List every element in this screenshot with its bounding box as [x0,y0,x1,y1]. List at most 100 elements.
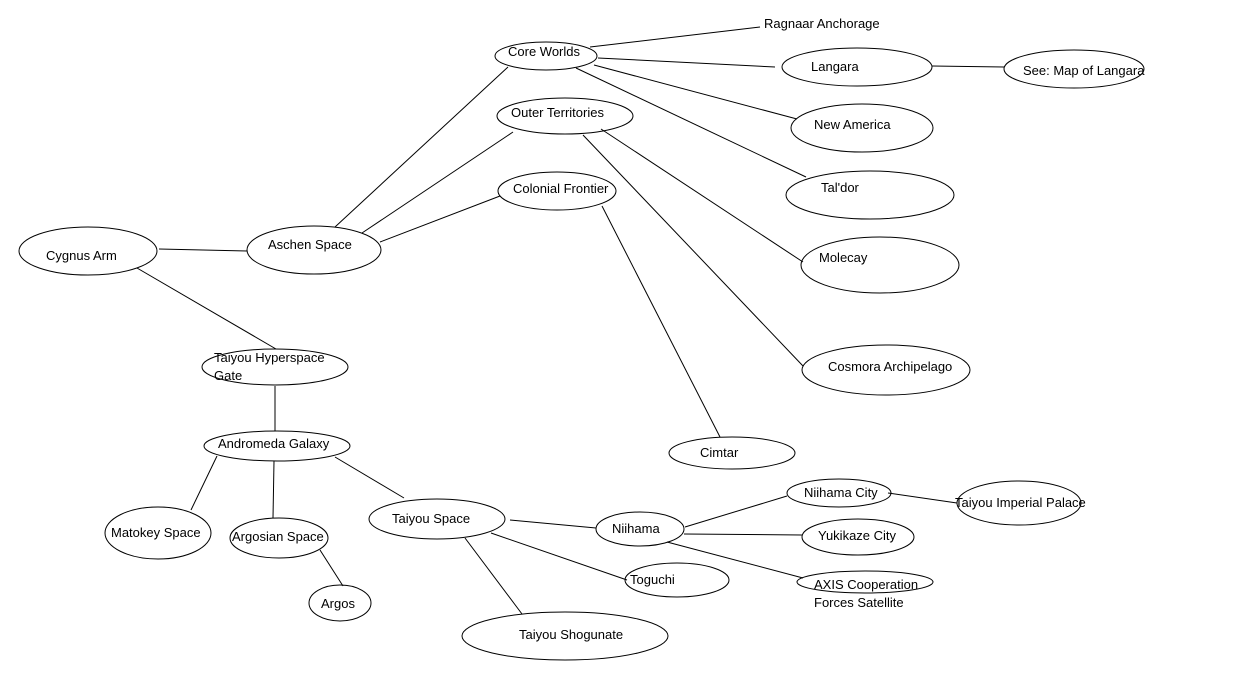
node-label: Cygnus Arm [46,248,117,263]
edge-andromeda-galaxy-to-matokey-space [190,455,218,511]
node-new-america: New America [790,103,934,153]
node-ellipse [595,511,685,547]
node-label: Niihama [612,521,660,536]
node-niihama-city: Niihama City [786,478,892,508]
node-matokey-space: Matokey Space [104,506,212,560]
node-argosian-space: Argosian Space [229,517,329,559]
node-label-line2: Forces Satellite [814,595,904,610]
edge-taiyou-space-to-niihama [509,519,597,529]
node-label: New America [814,117,891,132]
edge-andromeda-galaxy-to-argosian-space [272,460,275,519]
node-outer-territories: Outer Territories [496,97,634,135]
node-label: Argos [321,596,355,611]
node-ellipse [800,236,960,294]
node-label: Taiyou Hyperspace [214,350,325,365]
node-molecay: Molecay [800,236,960,294]
edge-taiyou-space-to-taiyou-shogunate [464,537,523,615]
edge-cygnus-arm-to-aschen-space [158,248,248,252]
node-yukikaze-city: Yukikaze City [801,518,915,556]
node-label: Niihama City [804,485,878,500]
node-label: Argosian Space [232,529,324,544]
node-label: Taiyou Space [392,511,470,526]
node-label-line2: Gate [214,368,242,383]
edge-outer-territories-to-molecay [600,128,804,263]
node-ellipse [229,517,329,559]
node-ellipse [203,430,351,462]
edge-core-worlds-to-ragnaar-anchorage [589,26,761,48]
node-cimtar: Cimtar [668,436,796,470]
node-core-worlds: Core Worlds [494,41,598,71]
node-ellipse [496,97,634,135]
node-label: See: Map of Langara [1023,63,1145,78]
node-ellipse [18,226,158,276]
node-label: Molecay [819,250,868,265]
node-ellipse [624,562,730,598]
edge-core-worlds-to-taldor [575,67,807,178]
node-ellipse [308,584,372,622]
edge-aschen-space-to-colonial-frontier [379,195,501,243]
node-toguchi: Toguchi [624,562,730,598]
node-ellipse [246,225,382,275]
edge-taiyou-space-to-toguchi [490,532,628,581]
node-ellipse [785,170,955,220]
node-taiyou-space: Taiyou Space [368,498,506,540]
node-see-map-of-langara: See: Map of Langara [1003,49,1145,89]
edge-niihama-to-yukikaze-city [683,533,803,536]
node-cygnus-arm: Cygnus Arm [18,226,158,276]
node-label: AXIS Cooperation [814,577,918,592]
edge-cygnus-arm-to-taiyou-hyperspace-gate [136,267,277,350]
node-label: Taiyou Imperial Palace [955,495,1086,510]
edge-langara-to-see-map-of-langara [931,65,1005,68]
node-ellipse [790,103,934,153]
node-ellipse [494,41,598,71]
node-label: Matokey Space [111,525,201,540]
node-label: Outer Territories [511,105,604,120]
node-cosmora-archipelago: Cosmora Archipelago [801,344,971,396]
edge-argosian-space-to-argos [319,549,344,587]
node-ellipse [801,518,915,556]
node-ellipse [1003,49,1145,89]
node-aschen-space: Aschen Space [246,225,382,275]
node-taiyou-shogunate: Taiyou Shogunate [461,611,669,661]
node-label: Cimtar [700,445,739,460]
edge-core-worlds-to-langara [597,57,776,68]
node-argos: Argos [308,584,372,622]
node-label: Core Worlds [508,44,581,59]
node-langara: Langara [781,47,933,87]
node-taiyou-imperial-palace: Taiyou Imperial Palace [955,480,1086,526]
node-ellipse [201,348,349,386]
node-taldor: Tal'dor [785,170,955,220]
edge-colonial-frontier-to-cimtar [601,205,721,438]
node-label: Cosmora Archipelago [828,359,952,374]
node-niihama: Niihama [595,511,685,547]
edge-andromeda-galaxy-to-taiyou-space [334,456,405,499]
edges [136,26,1005,615]
node-label: Langara [811,59,859,74]
edge-outer-territories-to-cosmora-archipelago [582,134,804,367]
node-label: Tal'dor [821,180,860,195]
node-label: Ragnaar Anchorage [764,16,880,31]
edge-niihama-to-axis-cooperation-forces-satellite [666,541,804,579]
node-ellipse [668,436,796,470]
edge-niihama-city-to-taiyou-imperial-palace [887,492,958,504]
node-label: Yukikaze City [818,528,897,543]
node-label: Andromeda Galaxy [218,436,330,451]
node-ellipse [786,478,892,508]
node-label: Toguchi [630,572,675,587]
edge-aschen-space-to-core-worlds [334,66,509,228]
node-ellipse [781,47,933,87]
node-colonial-frontier: Colonial Frontier [497,171,617,211]
node-ellipse [801,344,971,396]
node-andromeda-galaxy: Andromeda Galaxy [203,430,351,462]
node-ellipse [368,498,506,540]
node-ellipse [497,171,617,211]
node-ellipse [461,611,669,661]
edge-niihama-to-niihama-city [684,495,788,528]
node-ellipse [104,506,212,560]
node-label: Aschen Space [268,237,352,252]
node-ragnaar-anchorage: Ragnaar Anchorage [764,16,880,31]
node-ellipse [796,570,934,594]
node-label: Colonial Frontier [513,181,609,196]
